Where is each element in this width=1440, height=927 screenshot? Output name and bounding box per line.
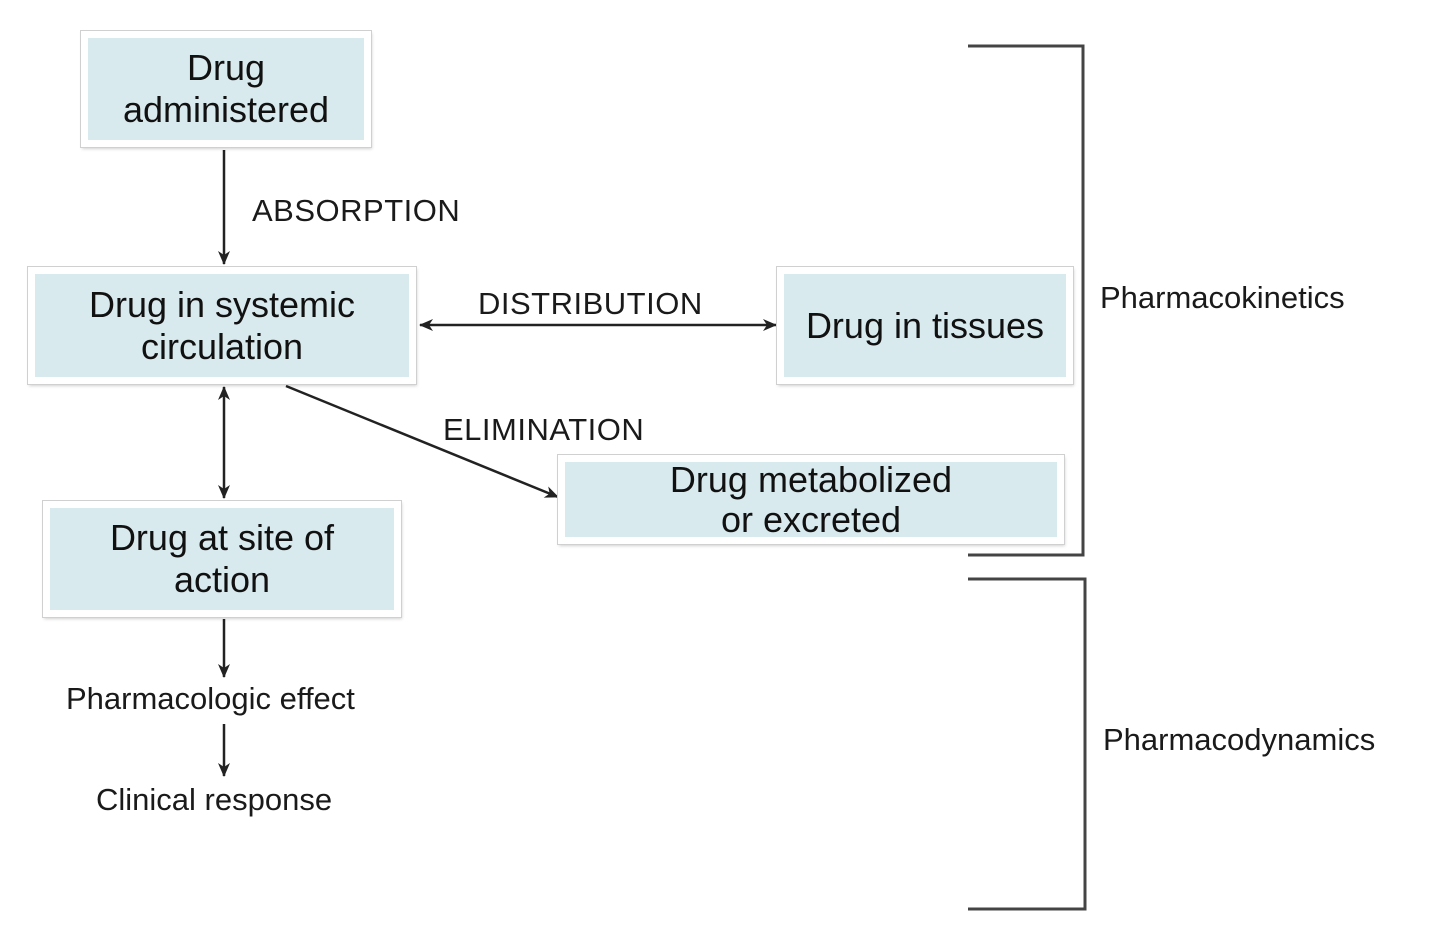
pharmacologic-effect-label: Pharmacologic effect <box>66 681 355 716</box>
node-drug-metabolized-or-excreted: Drug metabolized or excreted <box>558 455 1064 544</box>
node-systemic-line2: circulation <box>140 325 304 367</box>
node-metabolized-line2: or excreted <box>720 498 902 540</box>
node-drug-administered-line1: Drug <box>186 47 265 88</box>
distribution-label: DISTRIBUTION <box>478 286 703 321</box>
node-drug-at-site-of-action: Drug at site of action <box>43 501 401 617</box>
absorption-label: ABSORPTION <box>252 193 461 228</box>
node-site-line2: action <box>173 559 271 600</box>
node-drug-administered-line2: administered <box>122 89 330 130</box>
clinical-response-label: Clinical response <box>96 782 333 817</box>
node-tissues-line1: Drug in tissues <box>805 304 1045 346</box>
node-drug-administered: Drug administered <box>81 31 371 147</box>
node-systemic-line1: Drug in systemic <box>88 283 356 325</box>
elimination-label: ELIMINATION <box>443 412 645 447</box>
pharmacodynamics-bracket <box>968 577 1087 911</box>
node-drug-in-tissues: Drug in tissues <box>777 267 1073 384</box>
pharmacokinetics-bracket <box>968 44 1085 557</box>
pharmacokinetics-label: Pharmacokinetics <box>1100 280 1345 315</box>
elimination-arrow <box>285 384 559 499</box>
pharmacodynamics-label: Pharmacodynamics <box>1103 722 1376 757</box>
node-metabolized-line1: Drug metabolized <box>669 458 953 500</box>
node-site-line1: Drug at site of <box>109 517 335 558</box>
node-drug-in-systemic-circulation: Drug in systemic circulation <box>28 267 416 384</box>
